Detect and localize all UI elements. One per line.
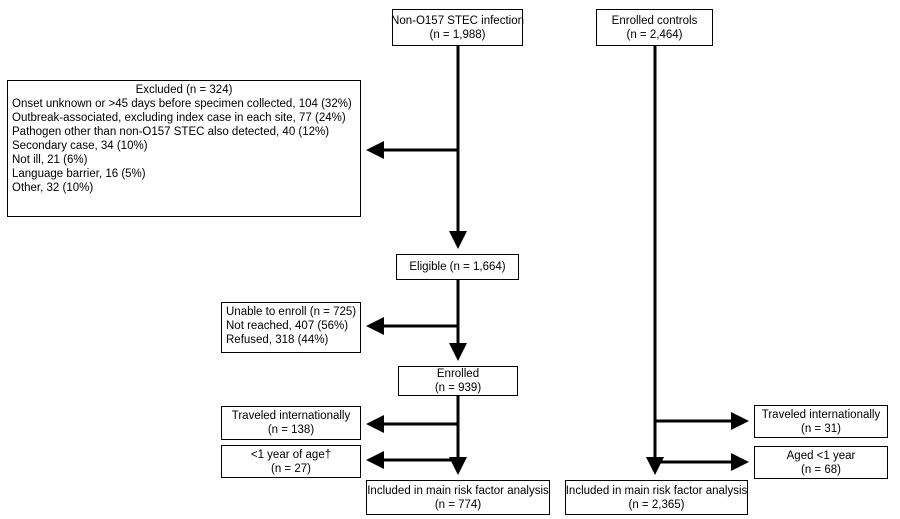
cases-travel-line1: Traveled internationally: [231, 410, 351, 422]
controls-top-line2: (n = 2,464): [626, 28, 683, 41]
cases-travel-line2: (n = 138): [267, 424, 315, 436]
excluded-item: Secondary case, 34 (10%): [12, 140, 148, 152]
enrolled-box: Enrolled (n = 939): [398, 366, 518, 396]
cases-age-line2: (n = 27): [271, 462, 311, 475]
eligible-label: Eligible (n = 1,664): [409, 261, 506, 273]
controls-final-line1: Included in main risk factor analysis: [565, 484, 748, 497]
controls-final-line2: (n = 2,365): [628, 498, 685, 511]
cases-final-line1: Included in main risk factor analysis: [367, 484, 549, 497]
excluded-item: Pathogen other than non-O157 STEC also d…: [12, 126, 330, 138]
cases-top-box: Non-O157 STEC infection (n = 1,988): [391, 9, 524, 46]
excluded-item: Not ill, 21 (6%): [12, 154, 88, 166]
excluded-item: Language barrier, 16 (5%): [12, 168, 146, 180]
excluded-box: Excluded (n = 324) Onset unknown or >45 …: [7, 80, 361, 217]
unable-item: Not reached, 407 (56%): [226, 320, 349, 332]
controls-top-box: Enrolled controls (n = 2,464): [596, 9, 713, 46]
cases-top-line1: Non-O157 STEC infection: [391, 14, 524, 27]
unable-box: Unable to enroll (n = 725) Not reached, …: [221, 302, 361, 353]
enrolled-line2: (n = 939): [434, 382, 482, 394]
cases-travel-box: Traveled internationally (n = 138): [221, 406, 361, 440]
excluded-item: Outbreak-associated, excluding index cas…: [12, 112, 346, 124]
controls-age-line2: (n = 68): [801, 463, 841, 476]
controls-top-line1: Enrolled controls: [611, 14, 698, 27]
cases-age-box: <1 year of age† (n = 27): [221, 445, 361, 478]
cases-top-line2: (n = 1,988): [429, 28, 486, 41]
excluded-item: Other, 32 (10%): [12, 182, 94, 194]
cases-age-line1: <1 year of age†: [250, 448, 332, 461]
cases-final-box: Included in main risk factor analysis (n…: [366, 480, 550, 515]
controls-age-box: Aged <1 year (n = 68): [754, 446, 888, 479]
excluded-item: Onset unknown or >45 days before specime…: [12, 98, 352, 110]
excluded-title: Excluded (n = 324): [135, 84, 233, 96]
controls-travel-box: Traveled internationally (n = 31): [754, 405, 888, 438]
unable-title: Unable to enroll (n = 725): [226, 306, 357, 318]
controls-travel-line2: (n = 31): [801, 422, 841, 435]
controls-travel-line1: Traveled internationally: [761, 408, 881, 421]
unable-item: Refused, 318 (44%): [226, 334, 329, 346]
controls-final-box: Included in main risk factor analysis (n…: [565, 480, 748, 515]
controls-age-line1: Aged <1 year: [786, 449, 856, 462]
enrolled-line1: Enrolled: [436, 368, 480, 380]
eligible-box: Eligible (n = 1,664): [396, 254, 519, 280]
cases-final-line2: (n = 774): [434, 498, 482, 511]
